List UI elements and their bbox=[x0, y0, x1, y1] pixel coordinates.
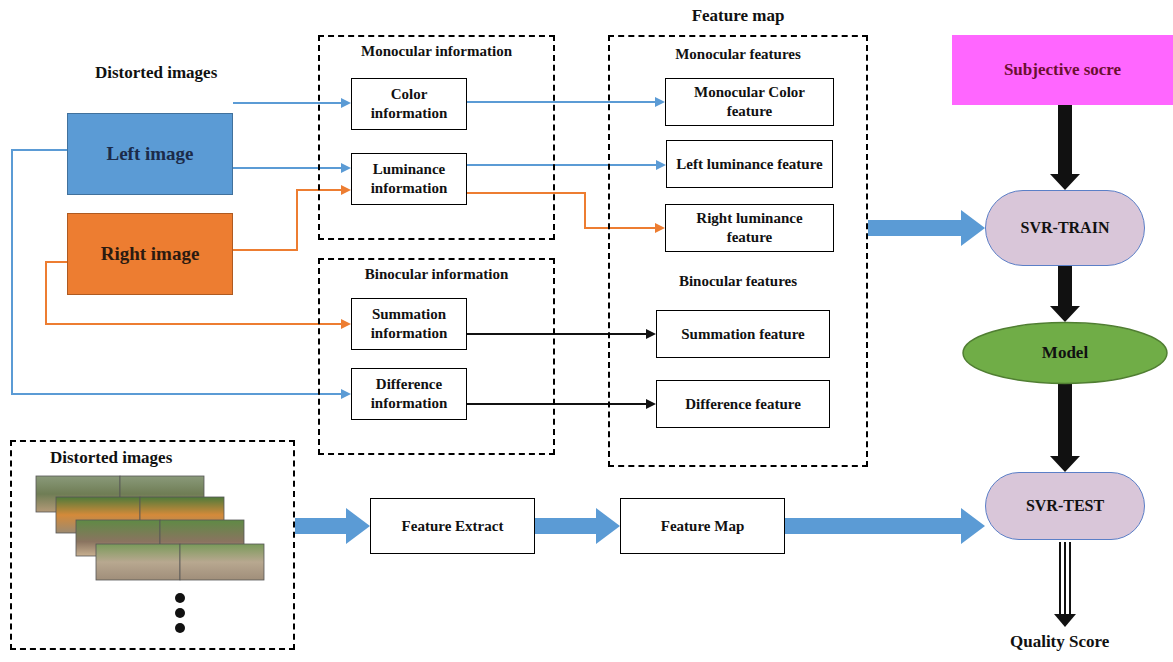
connector bbox=[233, 185, 351, 250]
node-label: Color information bbox=[358, 85, 460, 123]
connector bbox=[1050, 266, 1080, 322]
node-label: Summation information bbox=[358, 305, 460, 343]
connector bbox=[233, 98, 351, 108]
process-box: Right luminance feature bbox=[665, 204, 834, 252]
node-label: Right image bbox=[101, 242, 200, 266]
node-label: Luminance information bbox=[358, 160, 460, 198]
node-label: Difference feature bbox=[685, 395, 801, 414]
connector bbox=[467, 97, 665, 107]
connector bbox=[785, 508, 985, 544]
node-label: SVR-TRAIN bbox=[1021, 219, 1110, 237]
connector bbox=[467, 329, 656, 339]
node-label: SVR-TEST bbox=[1026, 497, 1104, 515]
group-heading: Binocular features bbox=[610, 273, 866, 290]
connector bbox=[467, 193, 665, 233]
model-ellipse: Model bbox=[962, 322, 1168, 384]
group-heading: Monocular features bbox=[610, 46, 866, 63]
connector bbox=[467, 399, 656, 409]
connector bbox=[1050, 105, 1080, 190]
process-box: Left luminance feature bbox=[666, 140, 833, 188]
dashed-group: Binocular informationSummation informati… bbox=[318, 258, 555, 455]
node-label: Left image bbox=[106, 142, 193, 166]
group-heading: Monocular information bbox=[320, 43, 553, 60]
node-label: Monocular Color feature bbox=[672, 83, 827, 121]
free-label: Distorted images bbox=[95, 63, 217, 83]
output-arrow bbox=[1054, 542, 1076, 627]
process-box: Difference feature bbox=[656, 380, 830, 428]
connector bbox=[535, 508, 620, 544]
process-box: Color information bbox=[351, 78, 467, 130]
connector bbox=[467, 160, 666, 170]
node-label: Feature Extract bbox=[402, 517, 504, 536]
connector bbox=[1050, 384, 1080, 472]
connector bbox=[233, 163, 351, 173]
group-heading: Feature map bbox=[610, 6, 866, 26]
image-stack bbox=[36, 476, 264, 633]
process-box: Summation feature bbox=[656, 310, 830, 358]
process-pill: SVR-TEST bbox=[985, 472, 1145, 540]
connector bbox=[295, 508, 370, 544]
node-label: Feature Map bbox=[661, 517, 744, 536]
node-label: Subjective socre bbox=[1004, 59, 1121, 80]
dashed-group: Monocular informationColor informationLu… bbox=[318, 35, 555, 240]
process-box: Subjective socre bbox=[952, 35, 1173, 105]
node-label: Difference information bbox=[358, 375, 460, 413]
group-heading: Distorted images bbox=[50, 448, 172, 468]
dashed-group: Distorted images bbox=[10, 440, 295, 650]
process-box: Left image bbox=[67, 113, 233, 195]
group-heading: Binocular information bbox=[320, 266, 553, 283]
process-pill: SVR-TRAIN bbox=[985, 190, 1145, 266]
process-box: Summation information bbox=[351, 298, 467, 350]
node-label: Model bbox=[1042, 343, 1088, 363]
process-box: Feature Map bbox=[620, 498, 785, 554]
process-box: Monocular Color feature bbox=[665, 78, 834, 126]
process-box: Difference information bbox=[351, 368, 467, 420]
process-box: Luminance information bbox=[351, 153, 467, 205]
free-label: Quality Score bbox=[1010, 632, 1109, 652]
connector bbox=[868, 210, 985, 246]
node-label: Left luminance feature bbox=[676, 155, 822, 174]
node-label: Right luminance feature bbox=[672, 209, 827, 247]
node-label: Summation feature bbox=[681, 325, 804, 344]
dashed-group: Feature mapMonocular featuresBinocular f… bbox=[608, 35, 868, 467]
process-box: Right image bbox=[67, 213, 233, 295]
process-box: Feature Extract bbox=[370, 498, 535, 554]
